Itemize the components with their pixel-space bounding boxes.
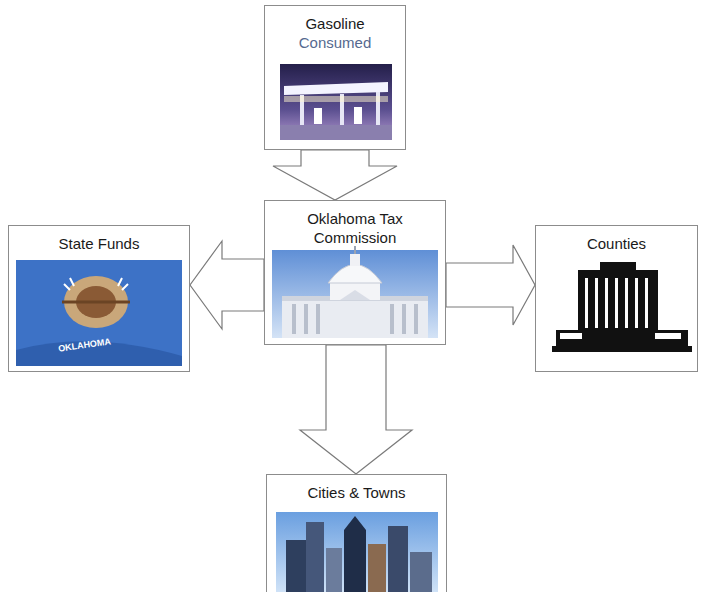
box-subtitle: Consumed bbox=[299, 33, 372, 52]
box-title: Cities & Towns bbox=[307, 483, 405, 502]
fund-box: Cities & Towns bbox=[266, 474, 447, 592]
box-title: State Funds bbox=[59, 234, 140, 253]
fund-box: State Funds bbox=[8, 225, 190, 372]
oklahoma-flag-picture bbox=[16, 260, 182, 366]
box-title: Oklahoma Tax Commission bbox=[290, 209, 420, 247]
flow-arrow bbox=[190, 241, 264, 329]
agency-box: Oklahoma Tax Commission bbox=[264, 200, 446, 345]
capitol-picture bbox=[272, 246, 438, 338]
flag-label: OKLAHOMA bbox=[58, 336, 112, 353]
flow-arrow bbox=[446, 245, 535, 325]
flow-arrow bbox=[300, 345, 412, 474]
county-building-picture bbox=[552, 262, 692, 352]
source-box: GasolineConsumed bbox=[264, 5, 406, 150]
box-title: Gasoline bbox=[305, 14, 364, 33]
gas-station-picture bbox=[280, 64, 392, 140]
city-skyline-picture bbox=[276, 512, 438, 592]
box-grounds bbox=[8, 5, 698, 592]
box-title: Counties bbox=[587, 234, 646, 253]
fund-box: Counties bbox=[535, 225, 698, 372]
flow-arrow bbox=[273, 150, 397, 200]
